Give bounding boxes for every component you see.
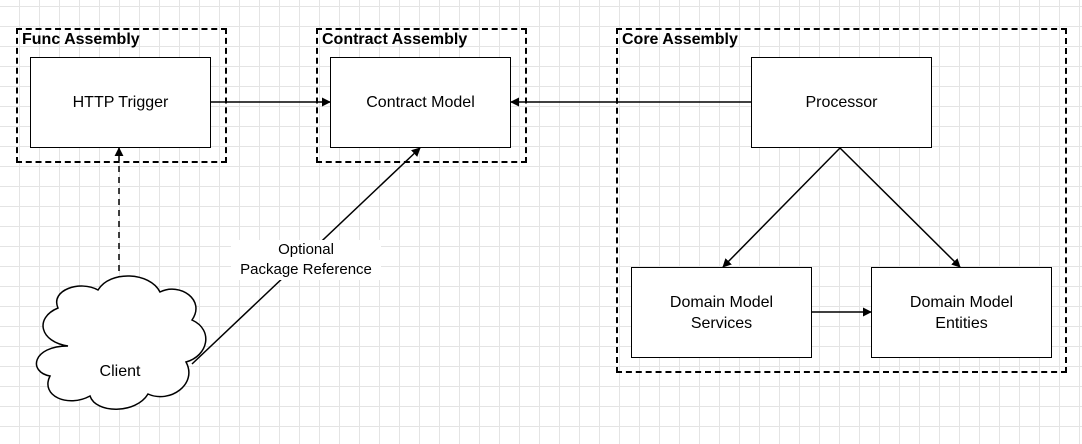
- core-assembly-title: Core Assembly: [622, 31, 738, 48]
- domain-model-entities-node[interactable]: Domain Model Entities: [871, 267, 1052, 358]
- edge-processor-to-entities: [839, 147, 961, 268]
- domain-model-services-label: Domain Model Services: [669, 293, 774, 332]
- edge-processor-to-services: [722, 147, 841, 268]
- contract-assembly-title: Contract Assembly: [322, 31, 468, 48]
- contract-model-label: Contract Model: [366, 94, 475, 111]
- domain-model-entities-label: Domain Model Entities: [909, 293, 1014, 332]
- processor-label: Processor: [805, 94, 878, 111]
- contract-assembly-group: Contract Assembly: [316, 28, 527, 163]
- domain-model-services-node[interactable]: Domain Model Services: [631, 267, 812, 358]
- func-assembly-title: Func Assembly: [22, 31, 140, 48]
- optional-package-reference-label: Optional Package Reference: [231, 240, 381, 280]
- http-trigger-label: HTTP Trigger: [72, 94, 169, 111]
- contract-model-node[interactable]: Contract Model: [330, 57, 511, 148]
- client-label[interactable]: Client: [99, 363, 141, 380]
- func-assembly-group: Func Assembly: [16, 28, 227, 163]
- core-assembly-group: Core Assembly: [616, 28, 1067, 373]
- client-cloud-shape: [35, 275, 207, 410]
- processor-node[interactable]: Processor: [751, 57, 932, 148]
- http-trigger-node[interactable]: HTTP Trigger: [30, 57, 211, 148]
